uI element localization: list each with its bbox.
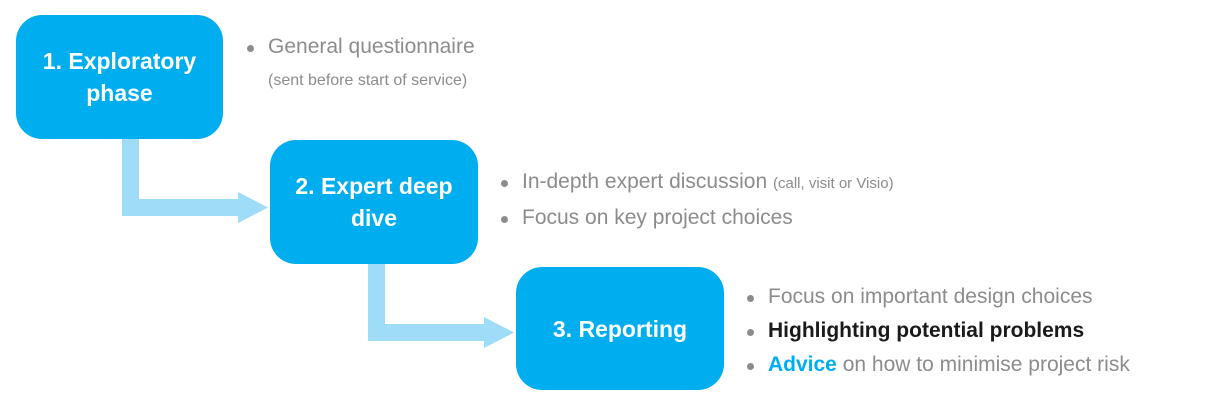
list-item: General questionnaire	[244, 30, 475, 64]
bullet-text: General questionnaire	[268, 35, 475, 58]
bullet-dot-icon	[501, 180, 508, 187]
bullet-dot-icon	[247, 45, 254, 52]
bullet-dot-icon	[501, 216, 508, 223]
bullet-text: on how to minimise project risk	[842, 353, 1130, 376]
step-2-box: 2. Expert deep dive	[270, 140, 478, 264]
step-1-box: 1. Exploratory phase	[16, 15, 223, 139]
bullet-text: Focus on key project choices	[522, 206, 793, 229]
bullet-text: Focus on important design choices	[768, 285, 1093, 308]
connector-1-to-2	[122, 138, 268, 223]
list-item: Highlighting potential problems	[744, 314, 1130, 348]
step-1-sub-note: (sent before start of service)	[268, 72, 468, 89]
bullet-highlight: Advice	[768, 353, 837, 376]
bullet-dot-icon	[747, 363, 754, 370]
bullet-text: In-depth expert discussion	[522, 170, 768, 193]
bullet-dot-icon	[747, 295, 754, 302]
list-item: Advice on how to minimise project risk	[744, 348, 1130, 382]
bullet-text-emphasis: Highlighting potential problems	[768, 319, 1085, 342]
list-item: In-depth expert discussion (call, visit …	[498, 165, 894, 201]
step-3-box: 3. Reporting	[516, 267, 724, 390]
list-item: Focus on key project choices	[498, 201, 894, 235]
bullet-dot-icon	[747, 329, 754, 336]
step-1-bullet-list: General questionnaire	[244, 30, 475, 64]
list-item: Focus on important design choices	[744, 280, 1130, 314]
step-3-label: 3. Reporting	[552, 315, 688, 342]
step-2-label: 2. Expert deep dive	[295, 173, 453, 231]
step-1-label: 1. Exploratory phase	[42, 48, 197, 106]
bullet-note: (call, visit or Visio)	[772, 175, 894, 192]
step-3-bullet-list: Focus on important design choices Highli…	[744, 280, 1130, 382]
connector-2-to-3	[368, 263, 514, 348]
step-2-bullet-list: In-depth expert discussion (call, visit …	[498, 165, 894, 235]
